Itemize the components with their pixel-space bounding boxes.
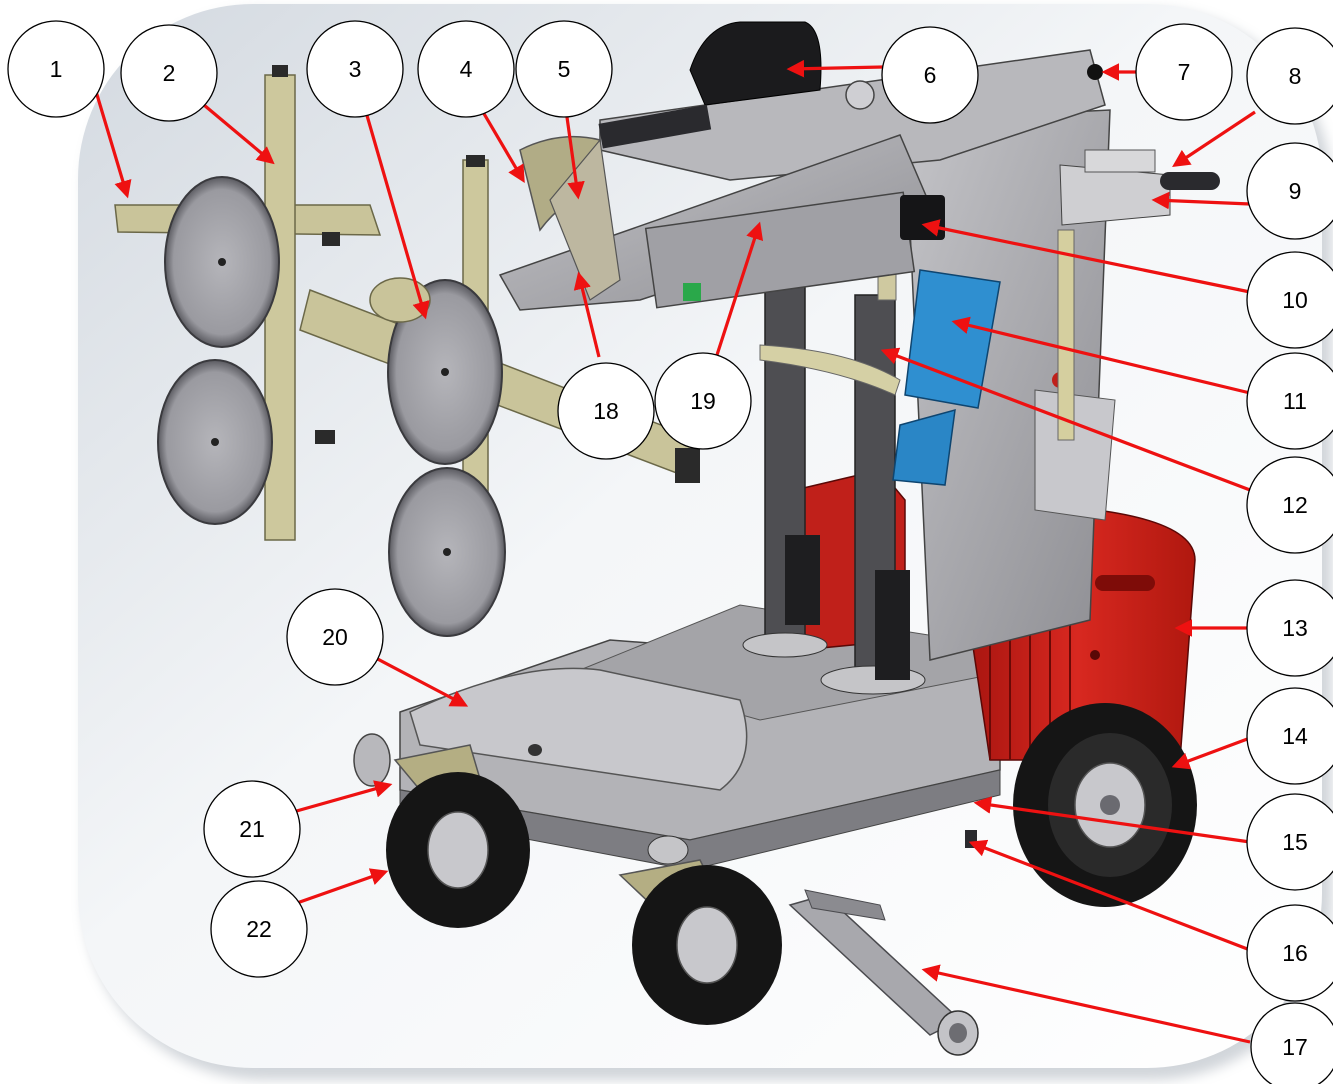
suction-pads (157, 176, 506, 637)
callout-1: 1 (7, 20, 105, 118)
front-right-caster (618, 835, 782, 1025)
callout-20: 20 (286, 588, 384, 686)
svg-text:15: 15 (1282, 829, 1308, 855)
rear-wheel (1013, 703, 1197, 907)
callout-22: 22 (210, 880, 308, 978)
svg-text:6: 6 (924, 62, 937, 88)
leader-arrow-17 (921, 964, 1251, 1044)
callout-13: 13 (1246, 579, 1333, 677)
leader-arrow-11 (951, 316, 1251, 395)
leader-arrow-6 (786, 59, 884, 78)
callout-12: 12 (1246, 456, 1333, 554)
svg-text:17: 17 (1282, 1034, 1308, 1060)
outrigger-leg (788, 889, 979, 1056)
valve-cylinders (1059, 149, 1220, 226)
callout-19: 19 (654, 352, 752, 450)
callout-3: 3 (306, 20, 404, 118)
svg-text:3: 3 (349, 56, 362, 82)
callout-9: 9 (1246, 142, 1333, 240)
svg-text:20: 20 (322, 624, 348, 650)
svg-text:11: 11 (1283, 388, 1307, 414)
leader-arrow-2 (196, 98, 275, 165)
leader-arrow-20 (369, 653, 469, 707)
callout-21: 21 (203, 780, 301, 878)
svg-text:8: 8 (1289, 63, 1302, 89)
callout-15: 15 (1246, 793, 1333, 891)
leader-arrow-8 (1172, 110, 1256, 167)
leader-arrow-12 (880, 347, 1251, 492)
leader-arrow-3 (364, 111, 430, 320)
callout-18: 18 (557, 362, 655, 460)
svg-text:21: 21 (239, 816, 265, 842)
machine-drawing (114, 21, 1220, 1056)
callout-2: 2 (120, 24, 218, 122)
svg-text:7: 7 (1178, 59, 1191, 85)
svg-text:1: 1 (50, 56, 63, 82)
boom-arm (498, 21, 1220, 311)
callout-11: 11 (1246, 352, 1333, 450)
leader-arrow-19 (714, 221, 764, 359)
leader-arrow-4 (481, 111, 525, 184)
svg-text:10: 10 (1282, 287, 1308, 313)
callout-5: 5 (515, 20, 613, 118)
svg-text:9: 9 (1289, 178, 1302, 204)
callout-7: 7 (1135, 23, 1233, 121)
front-left-caster (353, 733, 530, 928)
svg-text:4: 4 (460, 56, 473, 82)
leader-arrow-10 (921, 219, 1251, 294)
callout-17: 17 (1250, 1002, 1333, 1084)
leader-arrow-1 (93, 87, 132, 199)
callout-8: 8 (1246, 27, 1333, 125)
leader-arrows (93, 59, 1256, 1044)
leader-arrow-14 (1171, 736, 1251, 770)
callouts: 1 2 3 4 5 6 7 8 9 10 11 12 13 14 15 16 1… (7, 20, 1333, 1084)
svg-text:18: 18 (593, 398, 619, 424)
leader-arrow-22 (296, 868, 389, 905)
mast (742, 109, 1116, 695)
leader-arrow-18 (573, 271, 601, 358)
leader-arrow-16 (968, 839, 1251, 952)
callout-6: 6 (881, 26, 979, 124)
leader-arrow-21 (292, 780, 393, 814)
svg-text:13: 13 (1282, 615, 1308, 641)
svg-text:2: 2 (163, 60, 176, 86)
svg-text:12: 12 (1282, 492, 1308, 518)
svg-text:22: 22 (246, 916, 272, 942)
leader-arrow-15 (973, 796, 1251, 844)
leader-arrow-9 (1151, 191, 1251, 210)
svg-text:5: 5 (558, 56, 571, 82)
callout-14: 14 (1246, 687, 1333, 785)
callout-4: 4 (417, 20, 515, 118)
svg-text:16: 16 (1282, 940, 1308, 966)
svg-text:14: 14 (1282, 723, 1308, 749)
callout-16: 16 (1246, 904, 1333, 1002)
svg-text:19: 19 (690, 388, 716, 414)
callout-10: 10 (1246, 251, 1333, 349)
leader-arrow-5 (564, 109, 585, 200)
wheels (353, 703, 1197, 1025)
